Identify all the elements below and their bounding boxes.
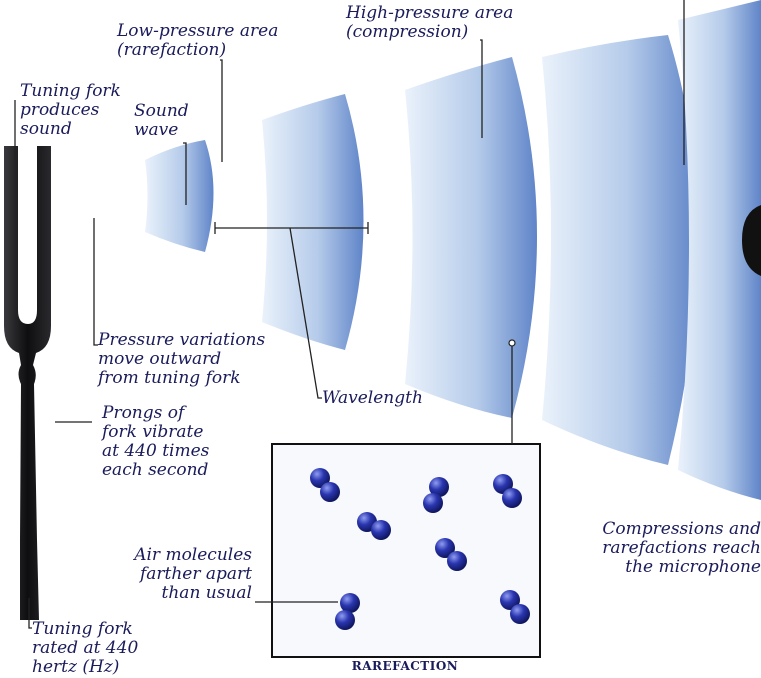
wave-front-1 <box>145 140 214 252</box>
tuning-fork-produces-label: Tuning fork produces sound <box>20 82 121 139</box>
wave-front-4 <box>542 35 698 465</box>
tuning-fork-rated-label: Tuning fork rated at 440 hertz (Hz) <box>32 620 138 677</box>
high-pressure-label: High-pressure area (compression) <box>346 4 513 42</box>
leader-pressure-variations <box>94 218 98 345</box>
inset-caption: RAREFACTION <box>270 659 540 673</box>
compressions-label: Compressions and rarefactions reach the … <box>602 520 761 577</box>
leader-low-pressure <box>220 60 222 162</box>
wavelength-label: Wavelength <box>322 389 423 408</box>
prongs-label: Prongs of fork vibrate at 440 times each… <box>102 404 209 480</box>
air-molecules-label: Air molecules farther apart than usual <box>134 546 252 603</box>
wave-front-3 <box>405 57 537 418</box>
low-pressure-label: Low-pressure area (rarefaction) <box>117 22 278 60</box>
wave-front-2 <box>262 94 364 350</box>
rarefaction-inset <box>272 444 540 657</box>
tuning-fork <box>4 146 51 620</box>
inset-pointer-dot <box>509 340 515 346</box>
sound-wave-label: Sound wave <box>134 102 189 140</box>
wave-fronts <box>145 0 761 500</box>
pressure-variations-label: Pressure variations move outward from tu… <box>98 331 265 388</box>
